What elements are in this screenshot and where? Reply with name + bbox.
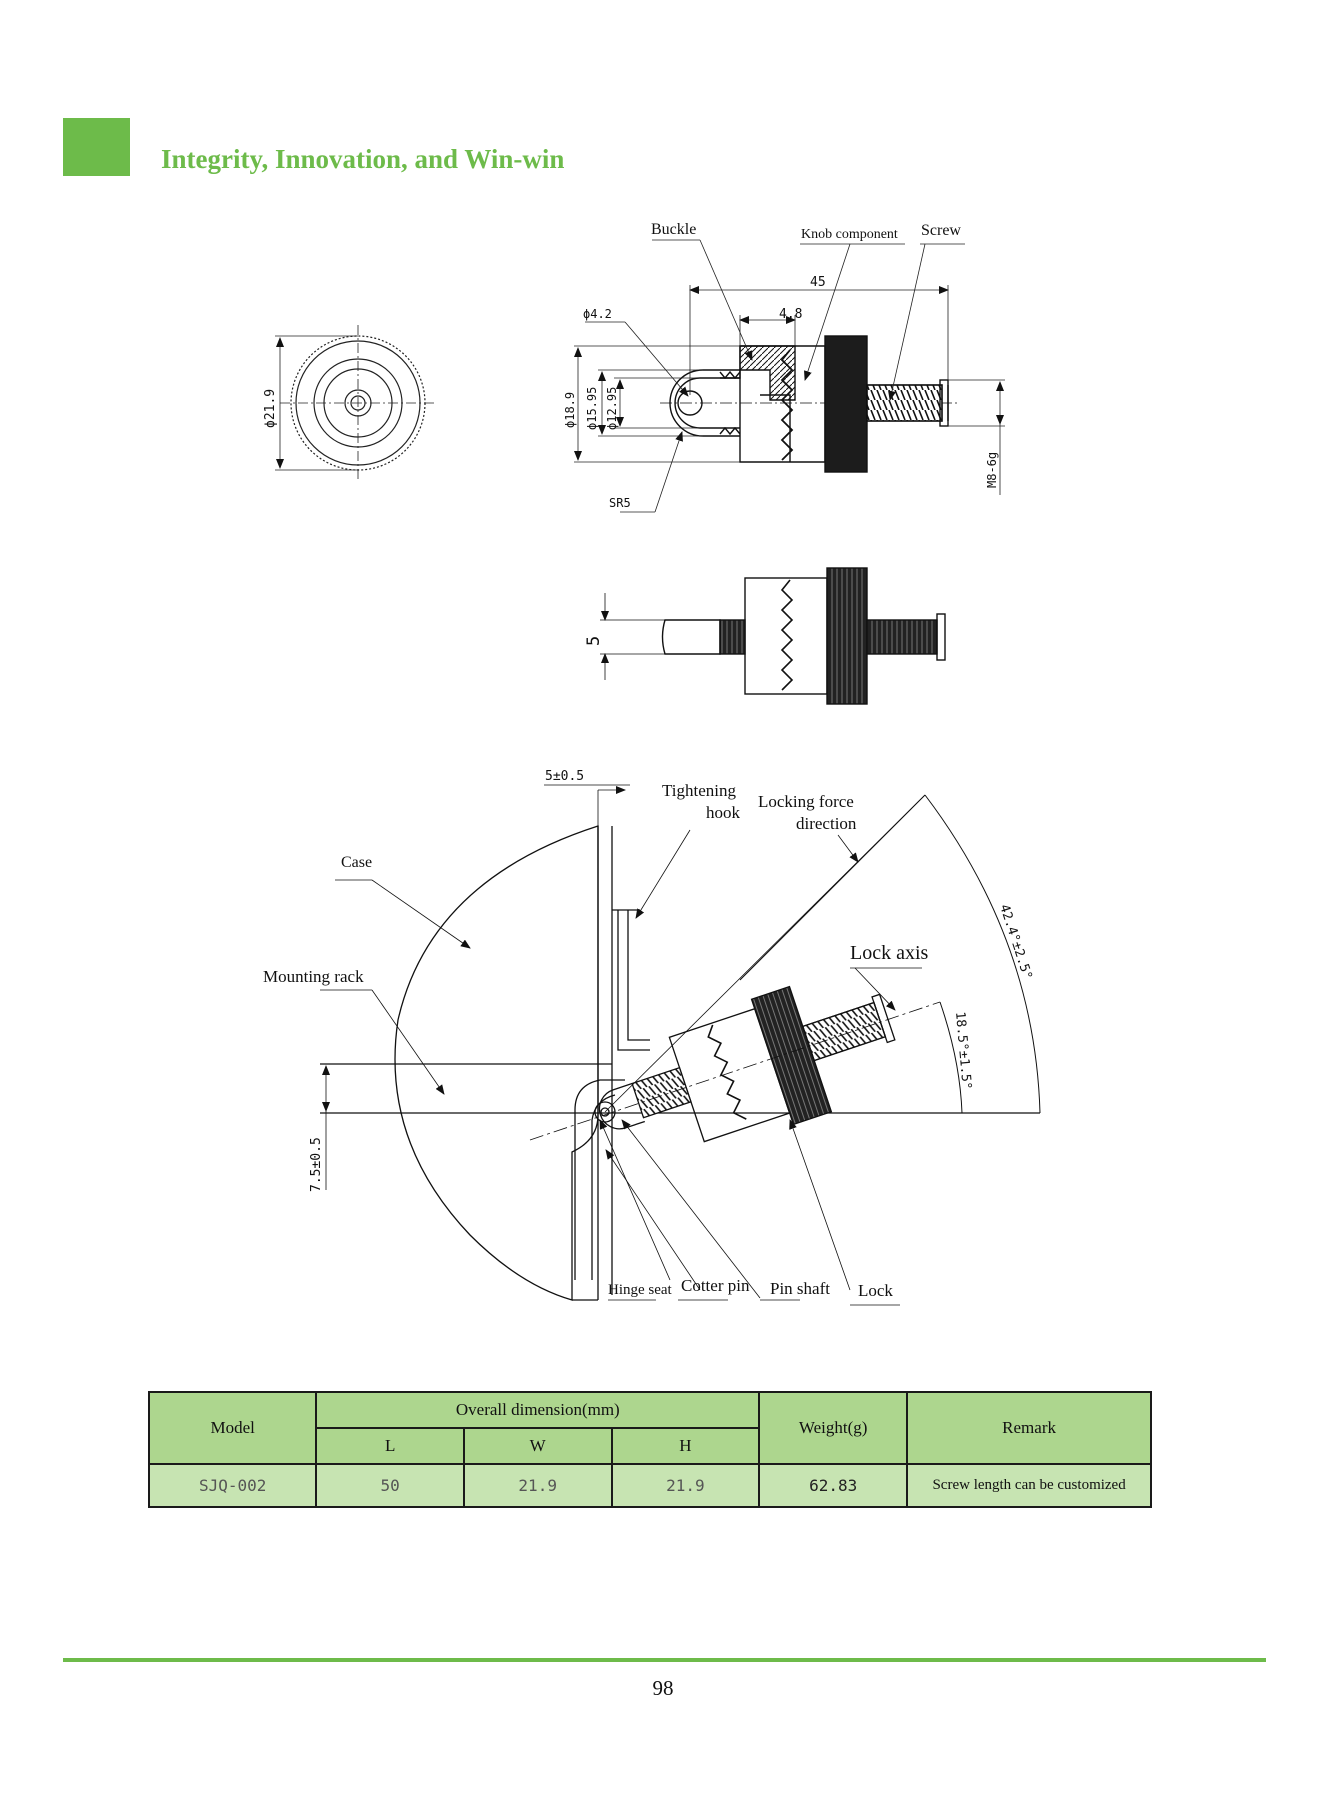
angle-18-5: 18.5°±1.5° <box>952 1011 974 1090</box>
dim-5-side: 5 <box>584 636 604 646</box>
label-tightening: Tightening <box>662 781 737 800</box>
dim-sr5: SR5 <box>609 496 631 510</box>
label-lock-axis: Lock axis <box>850 942 929 964</box>
label-screw: Screw <box>921 222 961 239</box>
header-l: L <box>315 1427 465 1465</box>
cell-h: 21.9 <box>610 1463 761 1508</box>
header-remark: Remark <box>906 1391 1152 1465</box>
spec-table: Model Overall dimension(mm) Weight(g) Re… <box>147 1391 1152 1508</box>
cell-weight: 62.83 <box>758 1463 909 1508</box>
dim-phi12-95: ϕ12.95 <box>605 387 619 430</box>
dim-phi21-9: ϕ21.9 <box>263 389 278 428</box>
knob-end-view <box>275 325 436 481</box>
label-buckle: Buckle <box>651 221 696 238</box>
dim-phi18-9: ϕ18.9 <box>563 392 577 428</box>
technical-drawing: ϕ21.9 <box>263 221 1041 1306</box>
page-number: 98 <box>652 1676 674 1700</box>
dim-7-5: 7.5±0.5 <box>309 1137 324 1192</box>
label-direction: direction <box>796 814 857 833</box>
cell-w: 21.9 <box>462 1463 613 1508</box>
front-view-dimensions <box>574 239 1005 513</box>
header-accent-block <box>63 118 130 176</box>
label-locking-force: Locking force <box>758 792 854 811</box>
label-cotter-pin: Cotter pin <box>681 1276 750 1295</box>
page-slogan: Integrity, Innovation, and Win-win <box>161 144 565 174</box>
dim-phi15-95: ϕ15.95 <box>585 387 599 430</box>
header-weight: Weight(g) <box>758 1391 909 1465</box>
buckle-side-view <box>600 567 946 705</box>
label-knob-component: Knob component <box>801 227 898 242</box>
cell-remark: Screw length can be customized <box>906 1463 1152 1508</box>
cell-l: 50 <box>315 1463 465 1508</box>
footer-divider <box>63 1658 1266 1662</box>
label-case: Case <box>341 854 372 871</box>
header-w: W <box>462 1427 613 1465</box>
header-model: Model <box>147 1391 318 1465</box>
assembly-view <box>320 784 1041 1306</box>
header-h: H <box>610 1427 761 1465</box>
table-row: SJQ-002 50 21.9 21.9 62.83 Screw length … <box>147 1463 1152 1508</box>
angle-42-4: 42.4°±2.5° <box>996 903 1034 982</box>
dim-5-0-5: 5±0.5 <box>545 769 584 784</box>
header-overall-dimension: Overall dimension(mm) <box>315 1391 761 1429</box>
label-lock: Lock <box>858 1281 893 1300</box>
cell-model: SJQ-002 <box>147 1463 318 1508</box>
dim-phi4-2: ϕ4.2 <box>583 307 612 321</box>
label-hinge-seat: Hinge seat <box>608 1282 673 1298</box>
buckle-section-view <box>660 335 960 473</box>
dim-45: 45 <box>810 275 826 290</box>
label-hook: hook <box>706 803 741 822</box>
label-pin-shaft: Pin shaft <box>770 1279 830 1298</box>
dim-4-8: 4.8 <box>779 307 802 322</box>
dim-m8: M8-6g <box>985 452 999 488</box>
label-mounting-rack: Mounting rack <box>263 967 364 986</box>
